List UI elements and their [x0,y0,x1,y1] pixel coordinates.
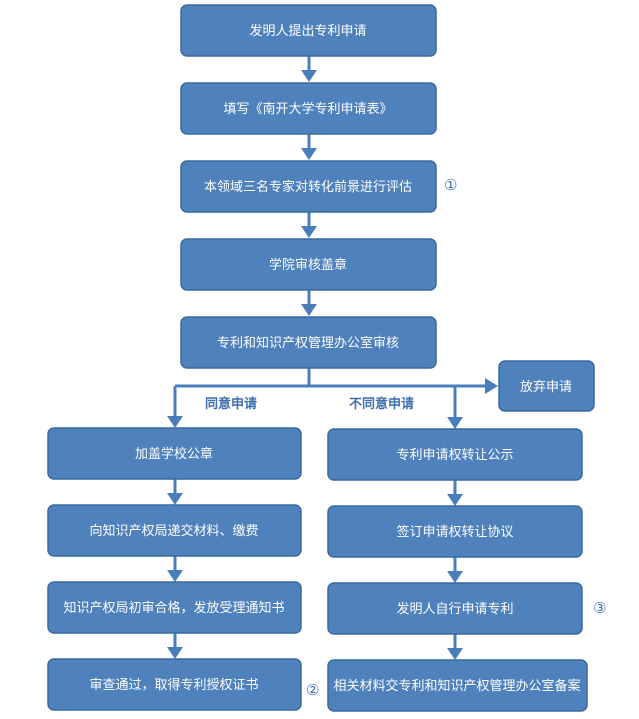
node-r4-label: 相关材料交专利和知识产权管理办公室备案 [333,678,580,694]
node-n1: 发明人提出专利申请 [180,4,437,57]
node-n2-label: 填写《南开大学专利申请表》 [223,101,392,117]
edge-n4-n5-head [301,304,317,316]
edges [167,56,498,660]
marker-1: ① [444,176,457,194]
edge-l1-l2-head [167,493,183,505]
marker-3: ③ [593,599,606,617]
node-l4: 审查通过，取得专利授权证书 [47,658,302,711]
node-abandon-label: 放弃申请 [520,380,572,395]
branch-label-agree: 同意申请 [205,396,257,412]
node-l2: 向知识产权局递交材料、缴费 [47,504,302,557]
node-r1: 专利申请权转让公示 [327,428,583,481]
node-n5-label: 专利和知识产权管理办公室审核 [217,335,399,351]
node-l1: 加盖学校公章 [47,427,302,480]
node-r2-label: 签订申请权转让协议 [396,524,513,540]
edge-r2-r3-head [447,571,463,583]
node-l1-label: 加盖学校公章 [135,446,213,462]
node-r3-label: 发明人自行申请专利 [396,601,513,617]
edge-l2-l3-head [167,570,183,582]
node-r1-label: 专利申请权转让公示 [396,447,513,463]
edge-n2-n3-head [301,148,317,160]
marker-2: ② [306,681,319,699]
node-n3-label: 本领域三名专家对转化前景进行评估 [204,179,412,195]
node-n2: 填写《南开大学专利申请表》 [180,82,437,135]
edge-r1-r2-head [447,494,463,506]
node-r2: 签订申请权转让协议 [327,505,583,558]
edge-n3-n4-head [301,226,317,238]
edge-l3-l4-head [167,647,183,659]
edge-to-r1-head [447,417,463,429]
node-l4-label: 审查通过，取得专利授权证书 [89,677,258,693]
node-l3-label: 知识产权局初审合格，发放受理通知书 [63,600,284,616]
node-n4-label: 学院审核盖章 [269,257,347,273]
node-l3: 知识产权局初审合格，发放受理通知书 [47,581,302,634]
branch-label-disagree: 不同意申请 [349,396,414,412]
node-r3: 发明人自行申请专利 [327,582,583,635]
node-l2-label: 向知识产权局递交材料、缴费 [89,523,258,539]
node-abandon: 放弃申请 [498,360,595,412]
node-n1-label: 发明人提出专利申请 [249,23,366,39]
node-n5: 专利和知识产权管理办公室审核 [180,316,437,369]
node-n3: 本领域三名专家对转化前景进行评估 [180,160,437,213]
edge-n1-n2-head [301,70,317,82]
node-n4: 学院审核盖章 [180,238,437,291]
edge-to-l1-head [167,416,183,428]
edge-abandon-head [485,378,498,394]
node-r4: 相关材料交专利和知识产权管理办公室备案 [327,659,588,712]
edge-r3-r4-head [447,648,463,660]
